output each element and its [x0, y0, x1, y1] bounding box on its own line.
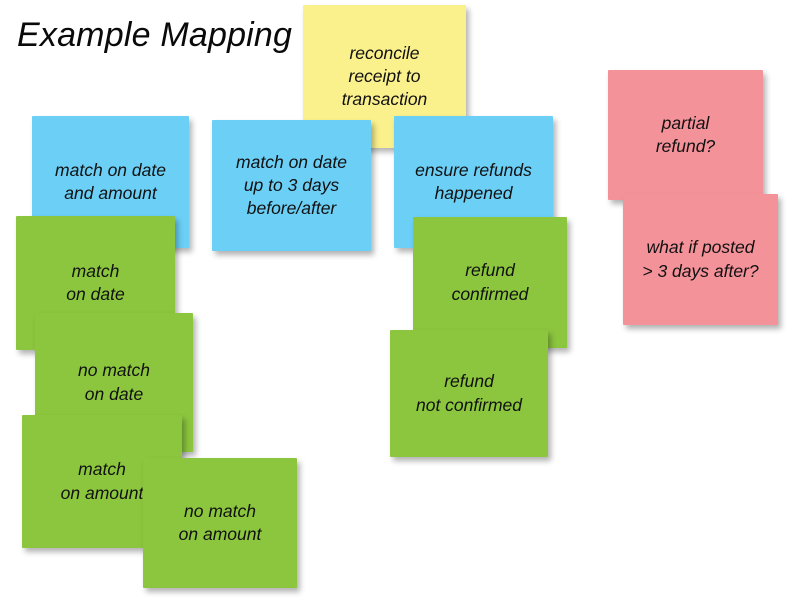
sticky-note-label: ensure refunds happened	[415, 159, 532, 203]
sticky-note-label: match on date and amount	[55, 159, 166, 203]
sticky-note-label: refund confirmed	[451, 260, 529, 304]
sticky-note-label: match on amount	[60, 459, 144, 503]
sticky-note-label: no match on date	[78, 360, 150, 404]
sticky-note-label: refund not confirmed	[415, 371, 523, 415]
sticky-note-label: match on date	[66, 260, 125, 304]
sticky-note-question-posted-3-days-after[interactable]: what if posted > 3 days after?	[623, 194, 778, 325]
sticky-note-label: what if posted > 3 days after?	[642, 237, 759, 281]
sticky-note-question-partial-refund[interactable]: partial refund?	[608, 70, 763, 200]
sticky-note-label: partial refund?	[655, 112, 716, 156]
sticky-note-example-refund-confirmed[interactable]: refund confirmed	[413, 217, 567, 348]
sticky-note-rule-match-date-3-days[interactable]: match on date up to 3 days before/after	[212, 120, 371, 251]
sticky-note-example-no-match-on-amount[interactable]: no match on amount	[143, 458, 297, 588]
page-title: Example Mapping	[17, 16, 293, 54]
sticky-note-example-refund-not-confirmed[interactable]: refund not confirmed	[390, 330, 548, 457]
sticky-note-label: reconcile receipt to transaction	[341, 42, 428, 110]
sticky-note-label: no match on amount	[178, 500, 262, 544]
sticky-note-label: match on date up to 3 days before/after	[236, 151, 347, 219]
